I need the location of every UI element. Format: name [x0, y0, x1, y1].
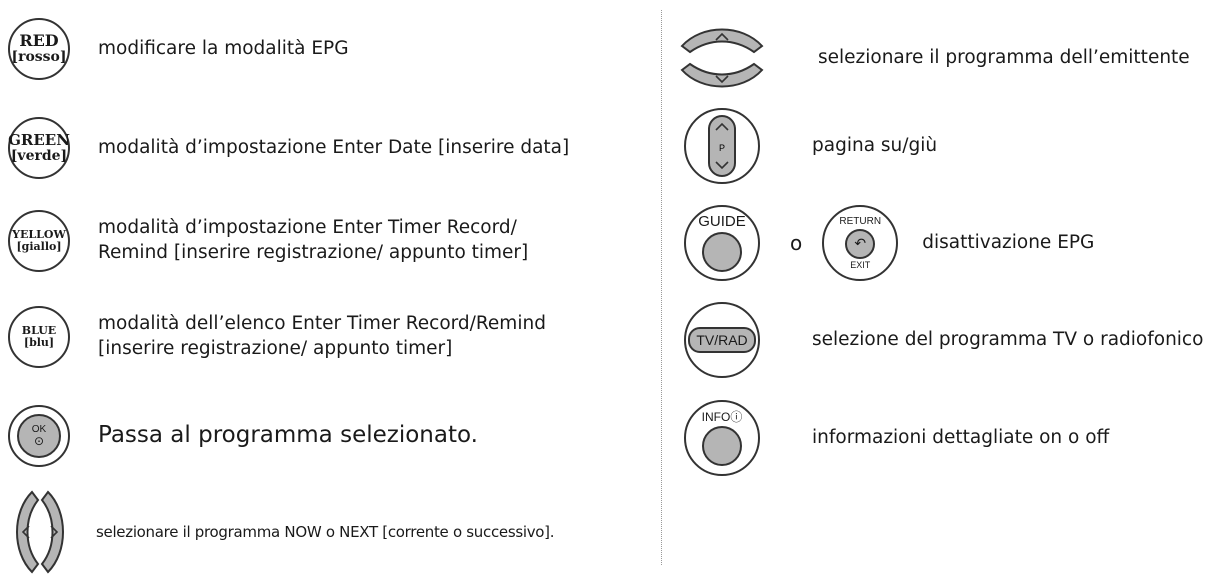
chevron-left-icon: [21, 525, 30, 539]
blue-button-label: BLUE: [21, 324, 57, 338]
return-button-label: RETURN: [839, 215, 882, 227]
up-down-button[interactable]: [678, 18, 766, 98]
page-button-ring[interactable]: P: [684, 108, 760, 184]
yellow-button-sublabel: [giallo]: [16, 240, 62, 253]
updown-description: selezionare il programma dell’emittente: [818, 46, 1190, 68]
red-description: modificare la modalità EPG: [98, 37, 349, 59]
tvrad-button[interactable]: TV/RAD: [688, 327, 756, 353]
blue-description-line1: modalità dell’elenco Enter Timer Record/…: [98, 313, 546, 335]
down-key[interactable]: [680, 62, 764, 88]
guide-button-label: GUIDE: [698, 213, 746, 230]
red-button-sublabel: [rosso]: [11, 49, 67, 66]
guide-button-ring[interactable]: GUIDE: [684, 205, 760, 281]
blue-description-line2: [inserire registrazione/ appunto timer]: [98, 338, 453, 359]
red-button[interactable]: RED [rosso]: [8, 18, 70, 80]
page-row: P pagina su/giù: [684, 108, 937, 184]
chevron-down-icon: [715, 75, 729, 84]
info-button[interactable]: [702, 425, 742, 466]
chevron-down-icon: [715, 161, 729, 170]
green-description: modalità d’impostazione Enter Date [inse…: [98, 136, 570, 158]
info-row: INFOⓘ informazioni dettagliate on o off: [684, 400, 1109, 476]
green-button-label: GREEN: [8, 130, 70, 149]
info-button-ring[interactable]: INFOⓘ: [684, 400, 760, 476]
green-row: GREEN [verde] modalità d’impostazione En…: [8, 117, 569, 179]
ok-button-label: OK: [31, 424, 47, 435]
ok-row: OK ⊙ Passa al programma selezionato.: [8, 405, 478, 467]
red-row: RED [rosso] modificare la modalità EPG: [8, 18, 349, 80]
blue-row: BLUE [blu] modalità dell’elenco Enter Ti…: [8, 306, 546, 368]
tvrad-description: selezione del programma TV o radiofonico: [812, 328, 1204, 350]
yellow-button[interactable]: YELLOW [giallo]: [8, 210, 70, 272]
column-divider: [661, 10, 662, 565]
info-icon: ⓘ: [730, 409, 743, 424]
nav-description: selezionare il programma NOW o NEXT [cor…: [96, 522, 555, 541]
up-key[interactable]: [680, 28, 764, 54]
ok-button-ring[interactable]: OK ⊙: [8, 405, 70, 467]
yellow-description: modalità d’impostazione Enter Timer Reco…: [98, 216, 528, 266]
guide-button[interactable]: [702, 232, 742, 272]
green-button[interactable]: GREEN [verde]: [8, 117, 70, 179]
tvrad-button-ring[interactable]: TV/RAD: [684, 302, 760, 378]
tvrad-button-label: TV/RAD: [696, 332, 748, 348]
nav-right-key[interactable]: [40, 490, 64, 574]
exit-button-label: EXIT: [850, 259, 871, 270]
chevron-right-icon: [50, 525, 59, 539]
page-rocker[interactable]: P: [707, 114, 737, 178]
page-description: pagina su/giù: [812, 134, 938, 156]
nav-row: selezionare il programma NOW o NEXT [cor…: [8, 488, 555, 576]
blue-button[interactable]: BLUE [blu]: [8, 306, 70, 368]
left-right-nav-button[interactable]: [8, 488, 72, 576]
page-key[interactable]: [708, 115, 736, 177]
info-description: informazioni dettagliate on o off: [812, 426, 1110, 448]
return-arrow-icon: ↶: [854, 235, 867, 252]
ok-dot-icon: ⊙: [33, 434, 45, 448]
return-button[interactable]: ↶: [845, 228, 876, 259]
guide-description: disattivazione EPG: [922, 231, 1095, 253]
ok-description: Passa al programma selezionato.: [98, 422, 478, 449]
yellow-description-line2: Remind [inserire registrazione/ appunto …: [98, 242, 529, 263]
red-button-label: RED: [19, 31, 59, 51]
yellow-row: YELLOW [giallo] modalità d’impostazione …: [8, 210, 528, 272]
page-key-label: P: [719, 143, 725, 153]
chevron-up-icon: [715, 32, 729, 41]
chevron-up-icon: [715, 122, 729, 131]
green-button-sublabel: [verde]: [10, 147, 68, 164]
updown-row: selezionare il programma dell’emittente: [678, 18, 1190, 98]
guide-row: GUIDE o RETURN ↶ EXIT disattivazione EPG: [684, 205, 1094, 281]
yellow-description-line1: modalità d’impostazione Enter Timer Reco…: [98, 217, 517, 239]
yellow-button-label: YELLOW: [12, 228, 66, 242]
nav-left-key[interactable]: [16, 490, 40, 574]
blue-description: modalità dell’elenco Enter Timer Record/…: [98, 312, 546, 362]
info-button-label: INFOⓘ: [701, 409, 743, 424]
tvrad-row: TV/RAD selezione del programma TV o radi…: [684, 302, 1203, 378]
return-button-ring[interactable]: RETURN ↶ EXIT: [822, 205, 899, 281]
ok-button[interactable]: OK ⊙: [17, 414, 61, 458]
blue-button-sublabel: [blu]: [23, 336, 55, 349]
or-connector: o: [790, 231, 803, 255]
